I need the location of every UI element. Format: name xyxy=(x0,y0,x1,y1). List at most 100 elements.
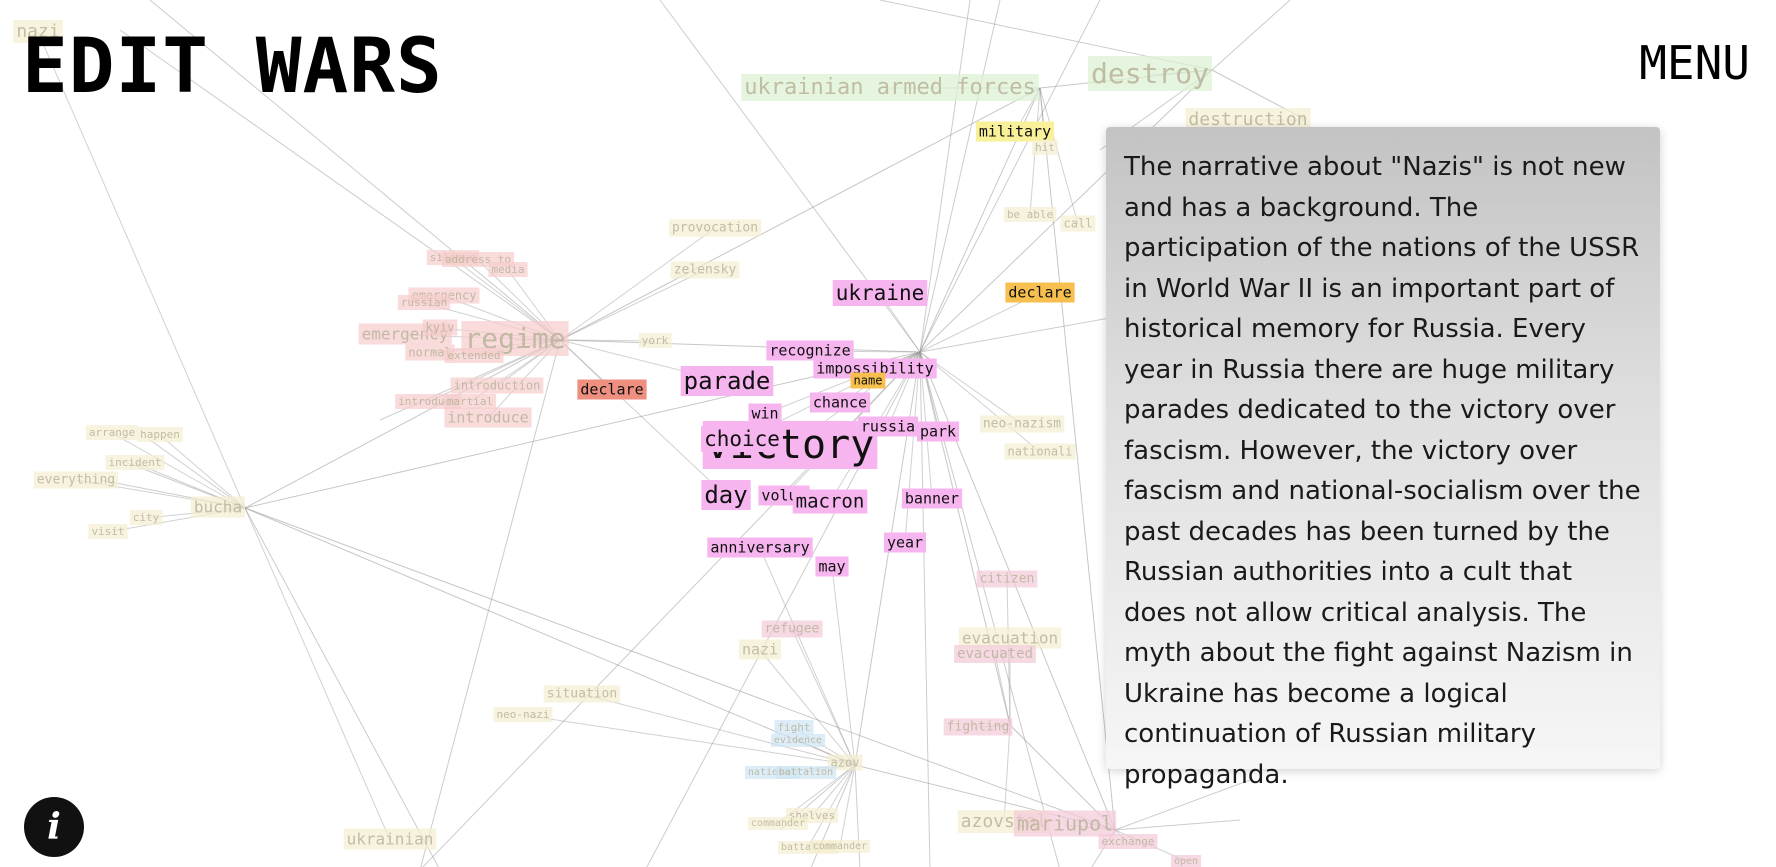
graph-node-text: destruction xyxy=(1188,109,1307,130)
graph-node-label[interactable]: parade xyxy=(680,366,774,396)
graph-node-label[interactable]: declare xyxy=(1005,282,1075,303)
graph-node-label[interactable]: hit xyxy=(1032,140,1058,155)
graph-node-label[interactable]: impossibility xyxy=(813,358,937,379)
graph-node-text: open xyxy=(1174,856,1198,867)
graph-node-text: name xyxy=(854,374,883,388)
graph-node-label[interactable]: exchange xyxy=(1098,834,1158,849)
graph-node-label[interactable]: ukrainian armed forces xyxy=(741,74,1039,101)
graph-node-label[interactable]: everything xyxy=(33,471,119,489)
graph-edge xyxy=(919,0,1101,353)
graph-node-text: city xyxy=(133,511,160,524)
graph-node-label[interactable]: macron xyxy=(792,489,868,514)
graph-node-label[interactable]: commander xyxy=(747,817,809,830)
graph-node-label[interactable]: kyiv xyxy=(422,319,458,336)
graph-node-label[interactable]: refugee xyxy=(761,620,823,638)
graph-node-label[interactable]: introduce xyxy=(444,407,532,428)
graph-node-text: ukraine xyxy=(836,281,925,305)
graph-node-background xyxy=(1098,834,1158,849)
graph-edge xyxy=(420,339,561,867)
graph-node-label[interactable]: media xyxy=(488,262,528,277)
graph-node-label[interactable]: martial xyxy=(443,394,497,409)
graph-node-label[interactable]: day xyxy=(701,480,751,510)
graph-node-label[interactable]: commander xyxy=(809,840,871,853)
graph-node-text: macron xyxy=(796,491,865,513)
graph-node-text: arrange xyxy=(89,426,135,439)
graph-node-label[interactable]: fighting xyxy=(943,718,1013,736)
graph-node-text: introduce xyxy=(398,395,458,408)
graph-node-label[interactable]: recognize xyxy=(766,340,854,361)
graph-node-label[interactable]: open xyxy=(1170,855,1202,867)
graph-node-text: hit xyxy=(1035,141,1055,154)
graph-node-background xyxy=(979,415,1065,433)
graph-node-background xyxy=(1170,855,1202,867)
graph-node-label[interactable]: nazi xyxy=(738,639,782,660)
graph-node-label[interactable]: mariupol xyxy=(1013,810,1117,837)
graph-node-label[interactable]: anniversary xyxy=(707,537,813,558)
menu-button[interactable]: MENU xyxy=(1639,36,1750,90)
graph-node-label[interactable]: declare xyxy=(577,379,647,400)
graph-node-label[interactable]: evidence xyxy=(770,734,826,747)
graph-node-label[interactable]: evacuation xyxy=(958,627,1062,649)
graph-node-label[interactable]: park xyxy=(916,421,960,442)
graph-node-background xyxy=(774,720,814,735)
graph-node-label[interactable]: city xyxy=(129,510,163,525)
graph-node-label[interactable]: fight xyxy=(774,720,814,735)
graph-node-label[interactable]: russia xyxy=(857,416,919,437)
graph-node-label[interactable]: nationali xyxy=(1004,443,1076,460)
graph-edge xyxy=(904,351,921,544)
graph-node-text: introduction xyxy=(454,379,541,393)
graph-edge xyxy=(149,0,561,341)
graph-node-label[interactable]: battalion xyxy=(775,766,837,779)
graph-node-label[interactable]: citizen xyxy=(976,570,1038,588)
graph-edge xyxy=(807,764,856,848)
graph-node-label[interactable]: situation xyxy=(543,685,621,703)
graph-node-label[interactable]: russian xyxy=(397,295,451,310)
graph-node-label[interactable]: banner xyxy=(901,488,963,509)
graph-node-label[interactable]: destruction xyxy=(1185,108,1311,131)
graph-node-label[interactable]: destroy xyxy=(1087,56,1213,91)
graph-node-label[interactable]: year xyxy=(883,532,927,553)
graph-node-background xyxy=(85,425,139,440)
graph-node-label[interactable]: introduction xyxy=(450,377,544,394)
graph-node-label[interactable]: nazi xyxy=(13,20,63,43)
graph-edge xyxy=(37,31,246,509)
graph-edge xyxy=(119,29,561,341)
graph-node-text: situation xyxy=(547,687,617,702)
graph-labels: nazi ukrainian armed forces destroy destruc… xyxy=(13,20,1311,867)
graph-node-label[interactable]: neo-nazi xyxy=(493,707,553,722)
graph-node-label[interactable]: ukraine xyxy=(832,280,928,306)
graph-node-label[interactable]: neo-nazism xyxy=(979,415,1065,433)
graph-node-text: evacuation xyxy=(962,629,1058,648)
graph-node-text: happen xyxy=(140,428,180,441)
graph-node-label[interactable]: provocation xyxy=(668,219,762,237)
graph-node-text: national xyxy=(748,767,796,778)
graph-node-label[interactable]: happen xyxy=(137,427,183,442)
graph-node-label[interactable]: name xyxy=(850,372,886,389)
graph-node-label[interactable]: evacuated xyxy=(954,645,1036,663)
graph-node-label[interactable]: incident xyxy=(105,455,165,470)
graph-node-label[interactable]: military xyxy=(975,121,1055,142)
graph-node-label[interactable]: normal xyxy=(405,344,455,361)
graph-node-background xyxy=(701,426,783,452)
graph-node-label[interactable]: chance xyxy=(809,392,871,413)
graph-node-text: zelensky xyxy=(674,263,737,278)
graph-node-label[interactable]: visit xyxy=(88,524,128,539)
graph-node-label[interactable]: be able xyxy=(1003,207,1057,222)
graph-node-label[interactable]: may xyxy=(815,556,849,577)
graph-node-label[interactable]: york xyxy=(638,333,672,348)
graph-node-label[interactable]: ukrainian xyxy=(343,828,437,850)
graph-node-label[interactable]: victory xyxy=(702,421,878,469)
graph-node-label[interactable]: azov xyxy=(827,754,863,771)
graph-edge xyxy=(791,628,856,766)
graph-node-label[interactable]: arrange xyxy=(85,425,139,440)
graph-node-label[interactable]: extended xyxy=(444,348,504,363)
graph-node-label[interactable]: choice xyxy=(701,426,783,452)
graph-node-text: be able xyxy=(1007,208,1053,221)
info-icon[interactable]: i xyxy=(24,797,84,857)
graph-node-label[interactable]: zelensky xyxy=(670,261,740,279)
graph-node-label[interactable]: call xyxy=(1060,215,1096,232)
graph-node-background xyxy=(680,366,774,396)
graph-node-label[interactable]: win xyxy=(748,403,782,424)
graph-node-label[interactable]: bucha xyxy=(190,496,246,518)
